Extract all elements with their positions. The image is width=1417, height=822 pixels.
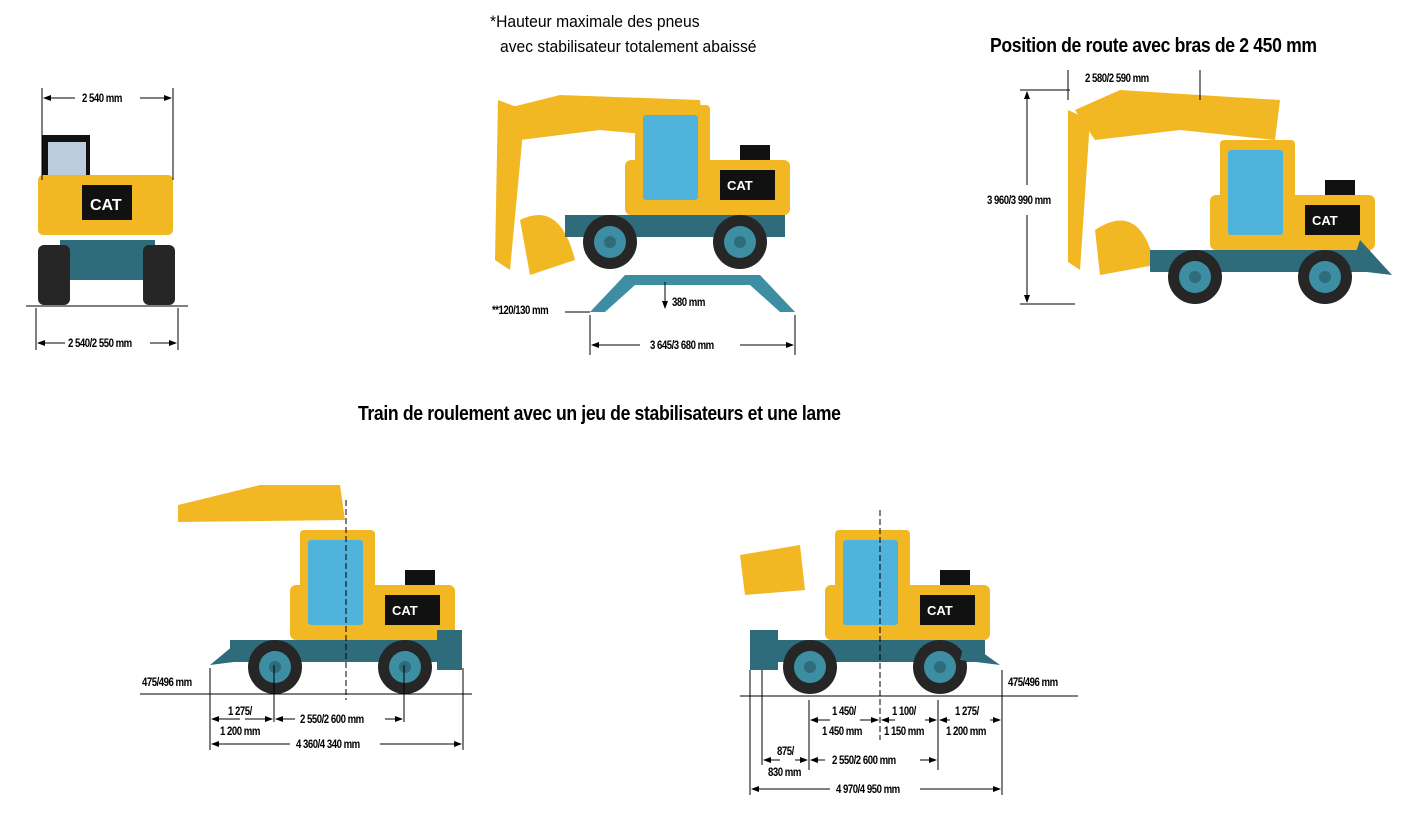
axle-clearance: 380 mm — [672, 295, 705, 309]
svg-text:CAT: CAT — [90, 197, 122, 214]
right-center-axle-1: 1 100/ — [892, 704, 916, 718]
blade-view-right-drawing — [740, 510, 1078, 795]
right-axle-center-1: 1 450/ — [832, 704, 856, 718]
tyre-note-line1: *Hauteur maximale des pneus — [490, 12, 700, 31]
right-blade-height: 475/496 mm — [1008, 675, 1058, 689]
right-center-axle-2: 1 150 mm — [884, 724, 924, 738]
road-position-heading: Position de route avec bras de 2 450 mm — [990, 35, 1317, 57]
left-blade-height: 475/496 mm — [142, 675, 192, 689]
outrigger-view-drawing — [495, 95, 796, 355]
left-total-length: 4 360/4 340 mm — [296, 737, 360, 751]
outrigger-span: 3 645/3 680 mm — [650, 338, 714, 352]
right-outrigger-overhang-1: 875/ — [777, 744, 794, 758]
road-view-drawing — [1020, 70, 1392, 305]
right-outrigger-overhang-2: 830 mm — [768, 765, 801, 779]
tyre-clearance: **120/130 mm — [492, 303, 549, 317]
right-rear-overhang-1: 1 275/ — [955, 704, 979, 718]
right-wheelbase: 2 550/2 600 mm — [832, 753, 896, 767]
right-rear-overhang-2: 1 200 mm — [946, 724, 986, 738]
left-front-overhang-2: 1 200 mm — [220, 724, 260, 738]
front-track-width: 2 540/2 550 mm — [68, 336, 132, 350]
road-width: 2 580/2 590 mm — [1085, 71, 1149, 85]
road-height: 3 960/3 990 mm — [987, 193, 1051, 207]
left-front-overhang-1: 1 275/ — [228, 704, 252, 718]
blade-view-left-drawing — [140, 485, 472, 750]
left-wheelbase: 2 550/2 600 mm — [300, 712, 364, 726]
front-top-width: 2 540 mm — [82, 91, 122, 105]
right-axle-center-2: 1 450 mm — [822, 724, 862, 738]
front-view-drawing: CAT — [26, 88, 188, 350]
tyre-note-line2: avec stabilisateur totalement abaissé — [500, 37, 757, 56]
right-total-length: 4 970/4 950 mm — [836, 782, 900, 796]
undercarriage-heading: Train de roulement avec un jeu de stabil… — [358, 403, 841, 425]
